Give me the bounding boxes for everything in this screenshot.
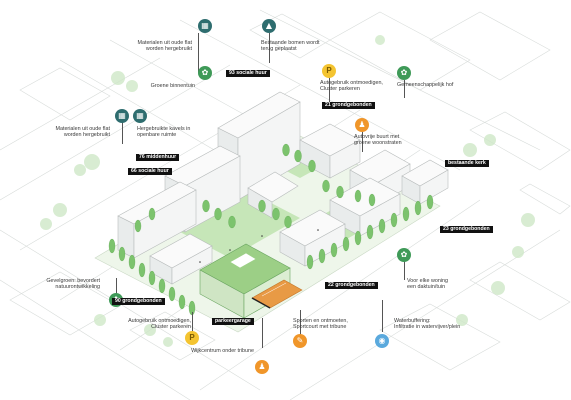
tag-21-grondgebonden: 21 grondgebonden: [322, 102, 375, 109]
leader-line: [269, 33, 270, 63]
leader-line: [362, 132, 363, 152]
street-trees: [108, 143, 434, 316]
tag-23-grondgebonden: 23 grondgebonden: [440, 226, 493, 233]
tree-icon: ▲: [262, 19, 276, 33]
context-trees: [40, 35, 535, 347]
annotation-voor-elke-woning: Voor elke woning een daktuin/tuin: [407, 278, 449, 291]
annotation-groene-binnentuin: Groene binnentuin: [150, 83, 195, 89]
annotation-materialen-left: Materialen uit oude flat worden hergebru…: [55, 126, 110, 139]
recycle-building-icon: ▦: [133, 109, 147, 123]
tag-bestaande-kerk: bestaande kerk: [445, 160, 489, 167]
leader-line: [198, 33, 199, 73]
people-figures: [199, 229, 319, 263]
annotation-bestaande-bomen: Bestaande bomen wordt terug geplaatst: [261, 40, 320, 53]
people-icon: ♟: [255, 360, 269, 374]
annotation-autovrije-buurt: Autovrije buurt met groene woonstraten: [354, 134, 402, 147]
parking-icon: P: [185, 331, 199, 345]
annotation-wijkcentrum: Wijkcentrum onder tribune: [191, 348, 254, 354]
annotation-waterbuffering: Waterbuffering: Infiltratie in watervijv…: [394, 318, 461, 331]
leader-line: [116, 278, 117, 296]
buildings: [117, 91, 449, 285]
leader-line: [404, 260, 405, 280]
leader-line: [329, 76, 330, 102]
leaf-icon: ✿: [198, 66, 212, 80]
leader-line: [192, 312, 193, 332]
leader-line: [404, 80, 405, 98]
leader-line: [122, 122, 123, 144]
tag-76-middenhuur: 76 middenhuur: [136, 154, 180, 161]
annotation-gemeenschappelijk-hof: Gemeenschappelijk hof: [397, 82, 454, 88]
leader-line: [382, 300, 383, 332]
tag-90-grondgebonden: 90 grondgebonden: [112, 298, 165, 305]
annotation-sporten: Sporten en ontmoeten, Sportcourt met tri…: [293, 318, 348, 331]
recycle-building-icon: ▦: [115, 109, 129, 123]
parking-icon: P: [322, 64, 336, 78]
annotation-gevelgroen: Gevelgroen: bevordert natuurontwikkeling: [46, 278, 100, 291]
tag-22-grondgebonden: 22 grondgebonden: [325, 282, 378, 289]
tag-66-sociale-huur: 66 sociale huur: [128, 168, 172, 175]
sport-court: [251, 279, 303, 309]
tag-93-sociale-huur: 93 sociale huur: [226, 70, 270, 77]
tag-parkeergarage: parkeergarage: [212, 318, 254, 325]
recycle-building-icon: ▦: [198, 19, 212, 33]
leader-line: [262, 318, 263, 348]
leader-line: [300, 310, 301, 336]
annotation-autogebruik-top: Autogebruik ontmoedigen, Cluster parkere…: [320, 80, 383, 93]
sport-icon: ✎: [293, 334, 307, 348]
leaf-icon: ✿: [397, 66, 411, 80]
people-icon: ♟: [355, 118, 369, 132]
leaf-icon: ✿: [397, 248, 411, 262]
water-drop-icon: ◉: [375, 334, 389, 348]
annotation-hergebruikte-kavels: Hergebruikte kavels in openbare ruimte: [137, 126, 191, 139]
annotation-materialen-top: Materialen uit oude flat worden hergebru…: [137, 40, 192, 53]
annotation-autogebruik-bottom: Autogebruik ontmoedigen, Cluster parkere…: [128, 318, 191, 331]
